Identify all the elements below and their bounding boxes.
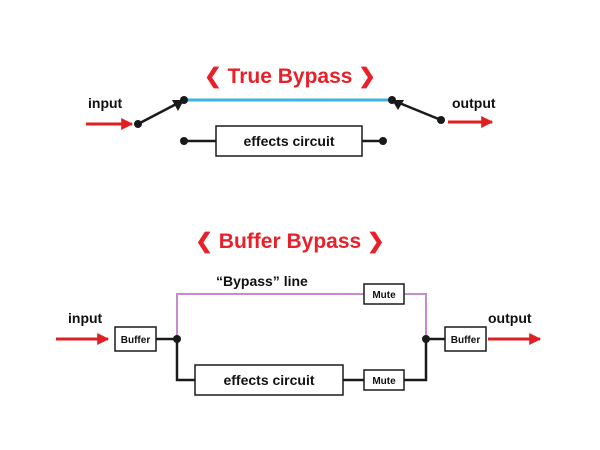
buffer-effects-wire-left [175, 339, 195, 382]
output-switch-contact-top [388, 96, 396, 104]
true-bypass-title: ❮ True Bypass ❯ [204, 65, 376, 89]
buffer-effects-box [194, 364, 344, 396]
input-buffer-box [114, 326, 157, 352]
input-switch-pivot [134, 120, 142, 128]
true-bypass-effects-box [215, 125, 363, 157]
true-bypass-output-label: output [452, 95, 496, 111]
buffer-bypass-section: ❮ Buffer Bypass ❯ “Bypass” line input ou… [56, 230, 542, 396]
buffer-bypass-title: ❮ Buffer Bypass ❯ [195, 230, 384, 254]
output-buffer-label: Buffer [451, 335, 481, 346]
input-switch-contact-top [180, 96, 188, 104]
output-switch-pivot [437, 116, 445, 124]
buffer-bypass-input-label: input [68, 310, 103, 326]
true-bypass-section: ❮ True Bypass ❯ input output effects cir… [86, 65, 496, 157]
bypass-line-label: “Bypass” line [216, 273, 308, 289]
split-junction [173, 335, 181, 343]
mute-top-box [363, 283, 405, 305]
buffer-effects-label: effects circuit [223, 372, 314, 388]
buffer-bypass-line-right [404, 293, 427, 339]
buffer-effects-wire-right [404, 339, 428, 382]
mute-bottom-label: Mute [372, 376, 396, 387]
input-buffer-label: Buffer [121, 335, 151, 346]
buffer-bypass-output-label: output [488, 310, 532, 326]
true-bypass-input-label: input [88, 95, 123, 111]
input-switch-arrowhead [172, 100, 184, 111]
true-bypass-effects-label: effects circuit [243, 133, 334, 149]
output-buffer-box [444, 326, 487, 352]
merge-junction [422, 335, 430, 343]
mute-bottom-box [363, 369, 405, 391]
buffer-bypass-line-left [176, 293, 364, 339]
mute-top-label: Mute [372, 290, 396, 301]
